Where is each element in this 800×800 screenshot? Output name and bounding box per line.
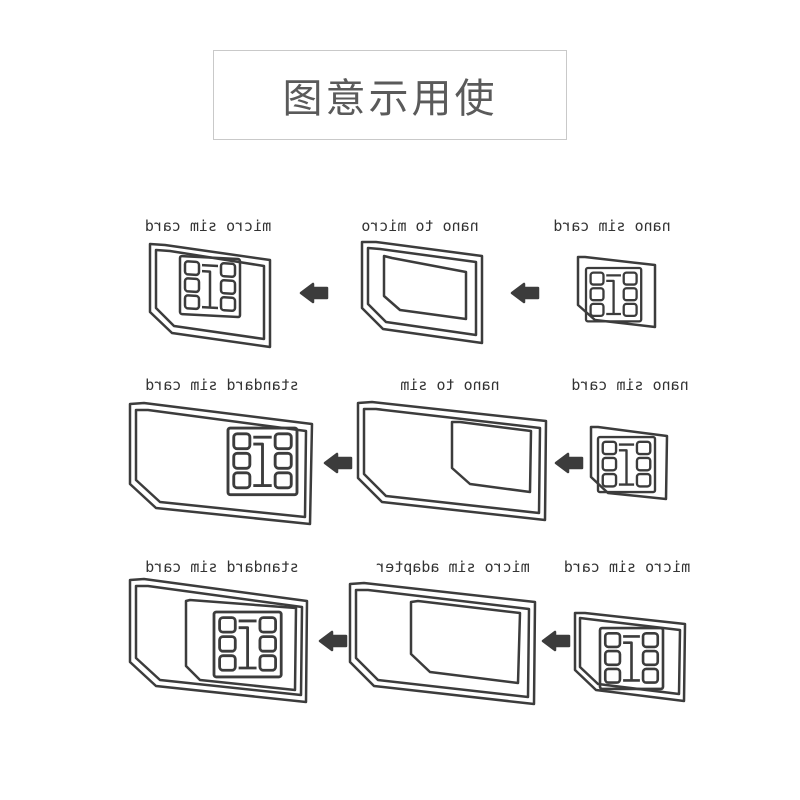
nano-to-micro-adapter [360, 240, 484, 345]
arrow-icon [299, 282, 329, 304]
standard-sim-card-1 [128, 401, 314, 526]
micro-sim-adapter [348, 581, 537, 706]
title-box: 图意示用使 [213, 50, 567, 140]
nano-to-sim-adapter [356, 400, 548, 522]
micro-sim-card-1 [148, 242, 272, 349]
arrow-icon [554, 452, 584, 474]
arrow-icon [323, 452, 353, 474]
standard-sim-card-2 [128, 577, 309, 704]
arrow-icon [541, 630, 571, 652]
diagram-title: 图意示用使 [282, 76, 498, 122]
nano-sim-card-2 [589, 425, 669, 501]
arrow-icon [318, 630, 348, 652]
arrow-icon [510, 282, 540, 304]
nano-sim-card-1 [576, 255, 657, 329]
micro-sim-card-2 [573, 611, 687, 703]
